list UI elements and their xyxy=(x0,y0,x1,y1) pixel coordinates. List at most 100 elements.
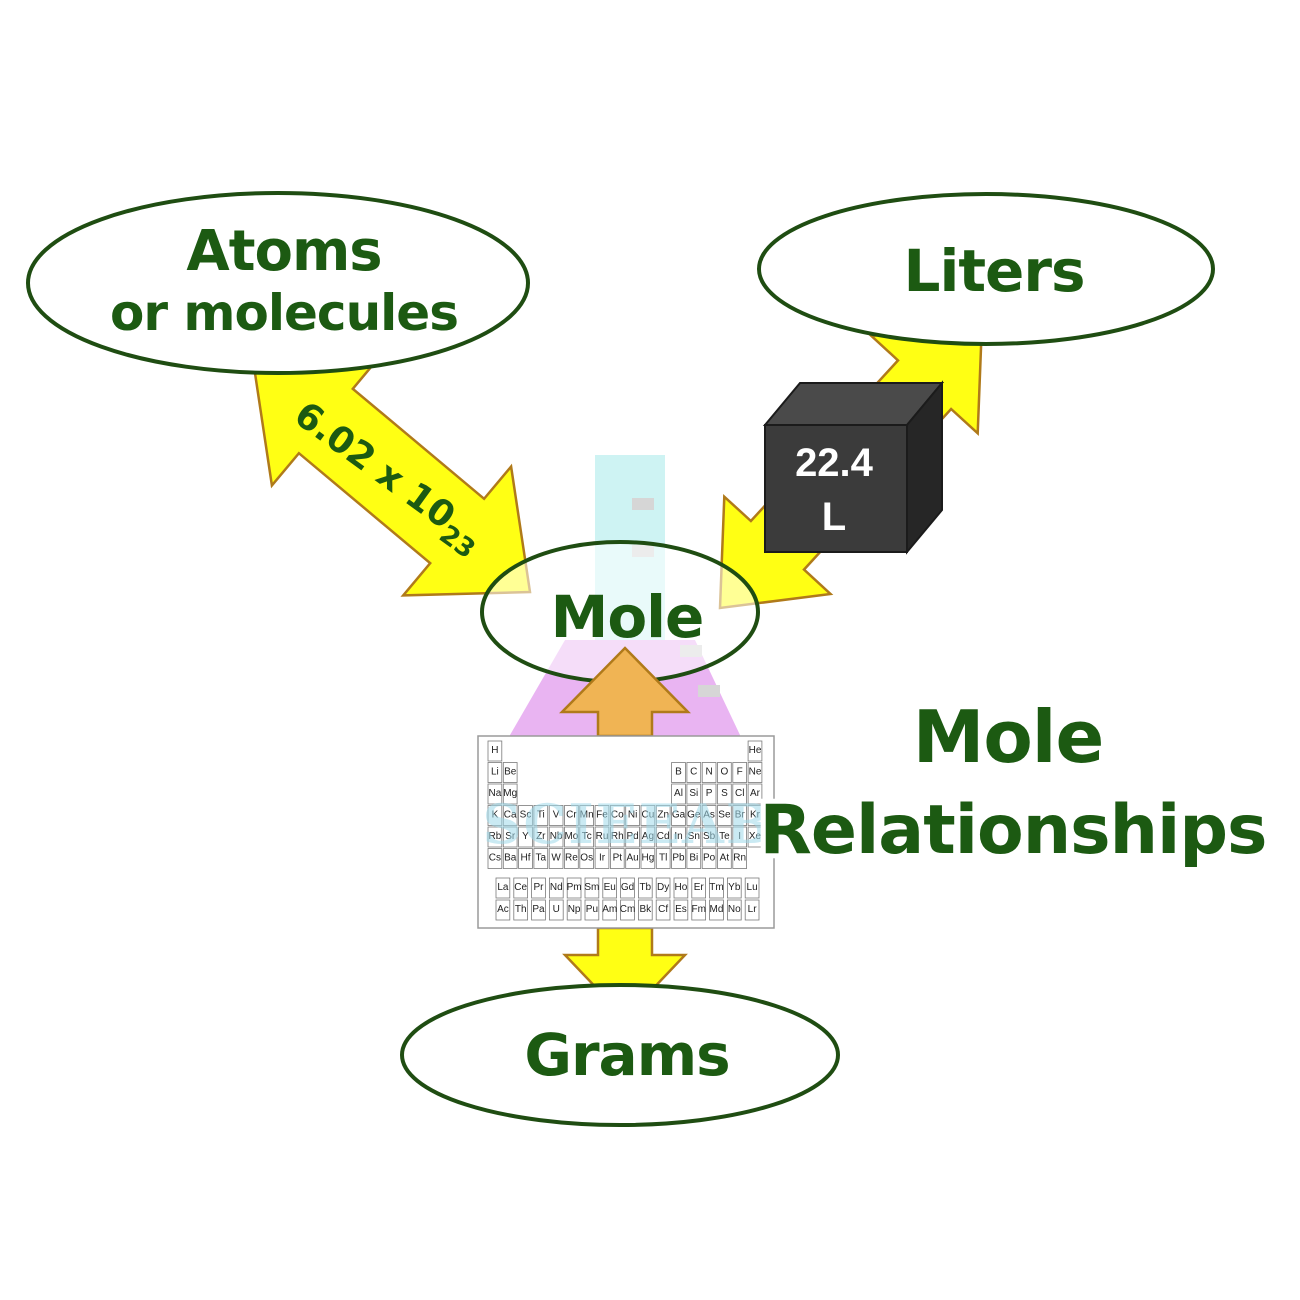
element-cell xyxy=(671,762,686,783)
element-cell xyxy=(744,877,760,899)
element-symbol: Ru xyxy=(596,831,609,842)
element-cell xyxy=(495,877,511,899)
element-cell xyxy=(701,783,717,805)
element-cell xyxy=(701,826,717,848)
grams-label: Grams xyxy=(524,1021,729,1089)
element-symbol: Cu xyxy=(642,810,655,821)
element-cell xyxy=(566,899,582,921)
element-symbol: Cf xyxy=(658,904,668,915)
element-cell xyxy=(487,783,503,805)
element-symbol: Sn xyxy=(688,831,700,842)
element-cell xyxy=(579,805,594,826)
element-symbol: K xyxy=(492,810,499,821)
element-cell xyxy=(564,805,579,826)
element-cell xyxy=(727,899,742,921)
element-cell xyxy=(686,783,702,805)
element-symbol: Ba xyxy=(504,853,517,864)
element-symbol: Ho xyxy=(675,882,688,893)
element-symbol: Te xyxy=(719,831,730,842)
element-cell xyxy=(655,899,671,921)
element-symbol: Tb xyxy=(639,882,651,893)
element-symbol: Pm xyxy=(567,882,582,893)
flask-mark xyxy=(698,685,720,697)
element-cell xyxy=(655,848,671,869)
element-symbol: Yb xyxy=(728,882,741,893)
element-cell xyxy=(709,899,724,921)
element-cell xyxy=(732,762,747,783)
element-symbol: Kr xyxy=(750,810,761,821)
element-symbol: Cd xyxy=(657,831,670,842)
element-cell xyxy=(671,805,686,826)
element-symbol: Ga xyxy=(672,810,686,821)
element-cell xyxy=(549,899,564,921)
element-cell xyxy=(638,899,653,921)
element-cell xyxy=(747,740,763,762)
element-symbol: Hf xyxy=(521,853,531,864)
element-cell xyxy=(513,899,528,921)
element-symbol: Po xyxy=(703,853,716,864)
element-cell xyxy=(691,899,706,921)
element-cell xyxy=(655,826,671,848)
element-cell xyxy=(518,805,533,826)
element-symbol: Os xyxy=(580,853,593,864)
element-symbol: At xyxy=(720,853,730,864)
liters-node xyxy=(757,192,1215,346)
element-symbol: Sb xyxy=(703,831,716,842)
element-symbol: Rh xyxy=(611,831,624,842)
element-cell xyxy=(638,877,653,899)
element-symbol: Au xyxy=(626,853,638,864)
element-cell xyxy=(686,826,702,848)
element-symbol: Sc xyxy=(520,810,532,821)
element-symbol: Co xyxy=(611,810,624,821)
element-symbol: I xyxy=(738,831,741,842)
element-symbol: Np xyxy=(568,904,581,915)
element-cell xyxy=(691,877,706,899)
element-symbol: Tc xyxy=(582,831,592,842)
element-cell xyxy=(732,826,747,848)
element-symbol: Fm xyxy=(691,904,705,915)
element-symbol: Ti xyxy=(537,810,545,821)
atoms-label: Atoms xyxy=(186,219,381,284)
element-cell xyxy=(502,762,518,783)
element-symbol: O xyxy=(721,767,729,778)
element-symbol: Er xyxy=(694,882,705,893)
element-cell xyxy=(531,877,546,899)
element-cell xyxy=(717,783,732,805)
element-symbol: Es xyxy=(675,904,687,915)
element-symbol: Xe xyxy=(749,831,762,842)
element-cell xyxy=(671,783,686,805)
element-cell xyxy=(747,805,763,826)
element-symbol: Si xyxy=(689,788,698,799)
element-symbol: Ac xyxy=(497,904,509,915)
element-cell xyxy=(655,805,671,826)
element-symbol: Ni xyxy=(628,810,637,821)
element-cell xyxy=(625,805,640,826)
cube-value: 22.4 xyxy=(795,441,874,485)
element-cell xyxy=(594,848,610,869)
element-cell xyxy=(640,805,656,826)
element-cell xyxy=(564,826,579,848)
element-symbol: P xyxy=(706,788,713,799)
element-cell xyxy=(686,848,702,869)
grams-node xyxy=(400,983,840,1127)
element-symbol: Ca xyxy=(504,810,517,821)
element-cell xyxy=(513,877,528,899)
element-cell xyxy=(727,877,742,899)
element-symbol: La xyxy=(497,882,509,893)
element-cell xyxy=(502,783,518,805)
element-symbol: Gd xyxy=(621,882,634,893)
element-symbol: Zr xyxy=(536,831,546,842)
element-symbol: Sm xyxy=(584,882,599,893)
element-symbol: Nb xyxy=(550,831,563,842)
element-cell xyxy=(640,848,656,869)
element-symbol: Sr xyxy=(505,831,516,842)
element-symbol: Pt xyxy=(613,853,623,864)
element-cell xyxy=(549,877,564,899)
avogadro-arrow: 6.02 x 1023 xyxy=(251,355,532,597)
element-symbol: W xyxy=(551,853,561,864)
element-symbol: S xyxy=(721,788,728,799)
element-cell xyxy=(732,805,747,826)
element-symbol: Na xyxy=(489,788,502,799)
